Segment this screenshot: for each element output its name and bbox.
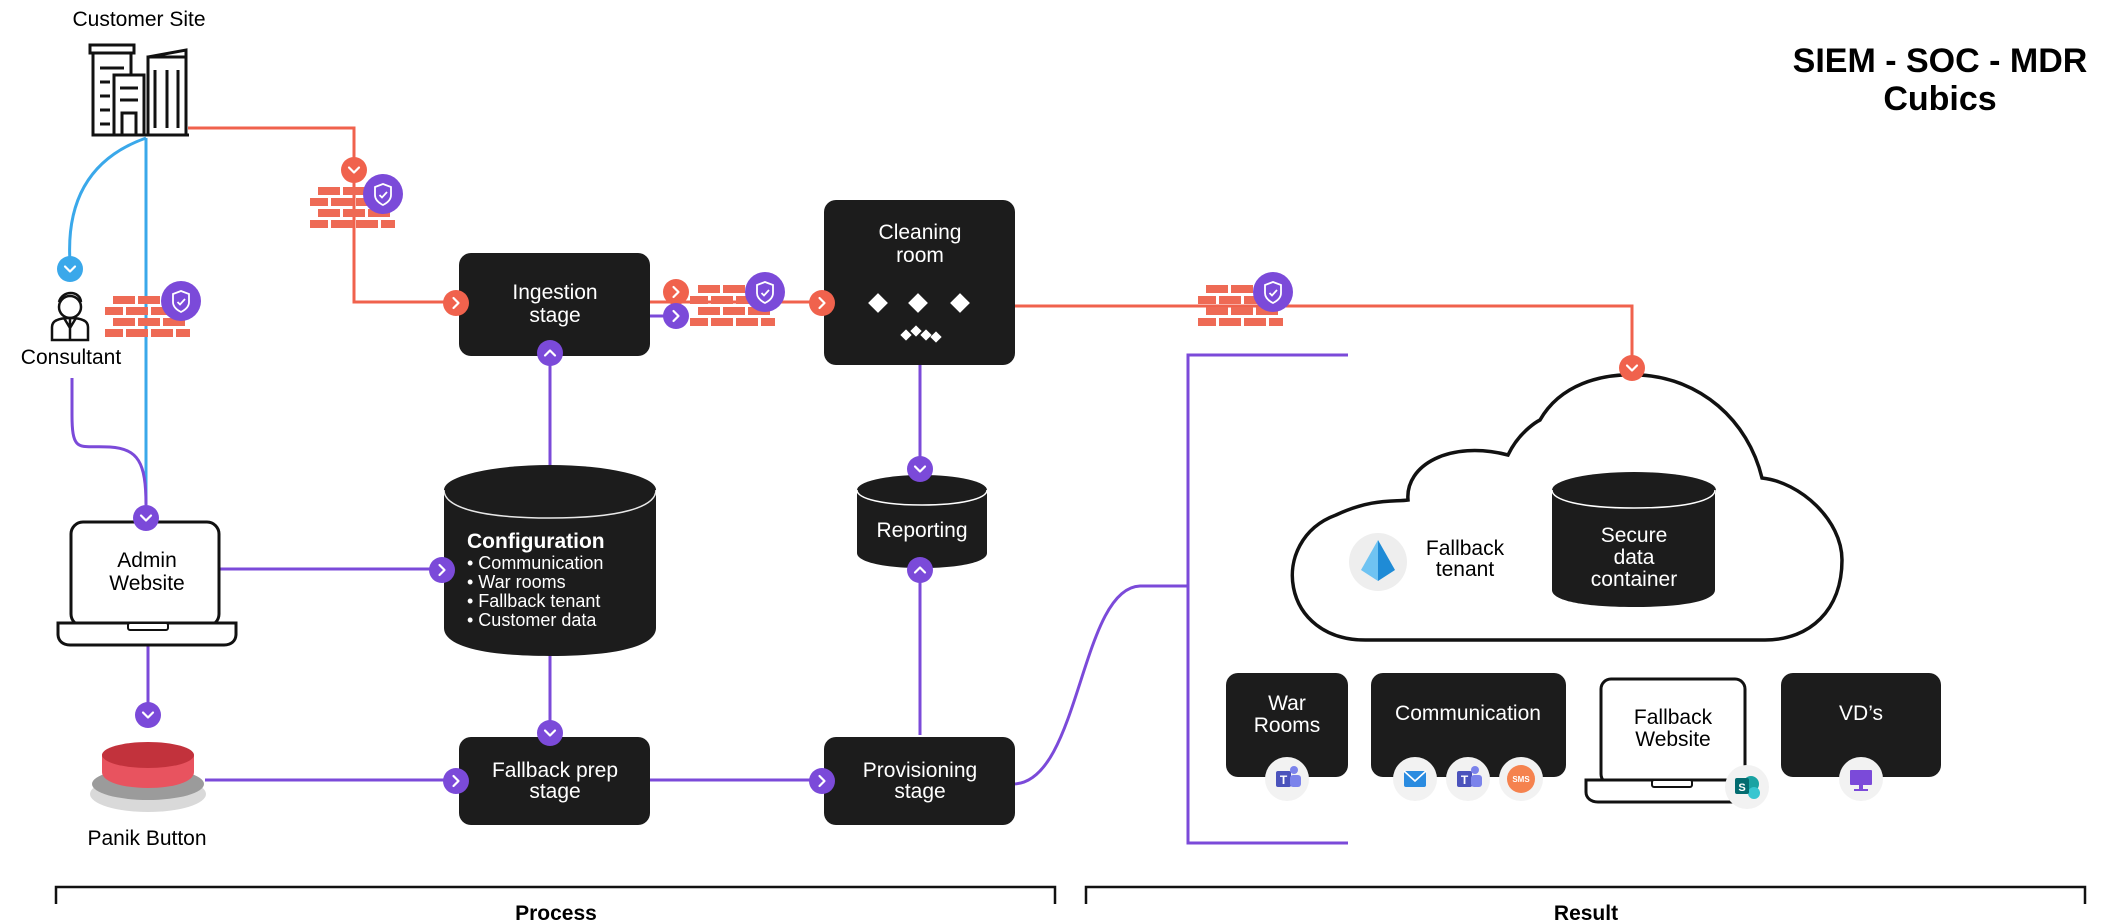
secure-data-label-line3: container [1591,568,1677,591]
configuration-item-war-rooms: • War rooms [467,572,566,592]
war-rooms-label-line1: War [1268,692,1306,715]
consultant-icon [50,291,90,342]
vds-tile[interactable] [1781,673,1941,777]
configuration-item-customer-data: • Customer data [467,610,597,630]
chevron-right-icon [429,557,455,583]
chevron-down-icon [57,256,83,282]
fallback-prep-label-line1: Fallback prep [492,759,618,782]
provisioning-label-line2: stage [894,780,945,803]
chevron-right-icon [809,768,835,794]
svg-text:T: T [1280,773,1288,787]
diagram-title-line2: Cubics [1883,80,1996,118]
ingestion-stage-label-line1: Ingestion [512,281,597,304]
chevron-right-icon [443,290,469,316]
fallback-tenant-logo-icon [1349,533,1407,591]
vds-label: VD’s [1839,702,1883,725]
configuration-item-fallback-tenant: • Fallback tenant [467,591,600,611]
teams-icon: T [1446,757,1490,801]
sms-icon: SMS [1499,757,1543,801]
shield-icon [362,173,404,215]
secure-data-label-line1: Secure [1601,524,1668,547]
shield-icon [1252,271,1294,313]
secure-data-container[interactable] [1551,472,1716,607]
configuration-database[interactable] [443,465,657,656]
flow-provisioning-to-result [1012,584,1188,786]
provisioning-stage[interactable] [824,737,1015,825]
configuration-item-communication: • Communication [467,553,603,573]
fallback-prep-label-line2: stage [529,780,580,803]
chevron-right-icon [663,303,689,329]
diagram-title-line1: SIEM - SOC - MDR [1793,42,2088,80]
shield-icon [160,280,202,322]
flow-cleaning-to-cloud [1013,304,1634,368]
admin-website-label-line1: Admin [117,549,177,572]
sms-badge-label: SMS [1512,775,1530,784]
flow-site-to-consultant [68,136,147,263]
fallback-tenant-label-line1: Fallback [1426,537,1505,560]
teams-icon: T [1265,757,1309,801]
secure-data-label-line2: data [1614,546,1655,569]
chevron-down-icon [133,505,159,531]
result-section-label: Result [1554,902,1618,924]
sharepoint-icon: S [1725,765,1769,809]
chevron-down-icon [341,157,367,183]
process-section-label: Process [515,902,597,924]
reporting-database[interactable] [856,475,988,568]
ingestion-stage[interactable] [459,253,650,356]
fallback-prep-stage[interactable] [459,737,650,825]
provisioning-label-line1: Provisioning [863,759,977,782]
panik-button-label: Panik Button [87,827,206,850]
diamond-pattern-icon [868,293,970,343]
chevron-down-icon [907,456,933,482]
svg-text:S: S [1738,782,1745,794]
flow-consultant-to-admin [70,378,148,506]
panik-button-icon[interactable] [90,742,206,812]
chevron-right-icon [809,290,835,316]
war-rooms-tile[interactable] [1226,673,1348,777]
fallback-website-label-line1: Fallback [1634,706,1713,729]
result-bracket [1186,353,1348,845]
chevron-down-icon [1619,355,1645,381]
reporting-label: Reporting [876,519,967,542]
communication-label: Communication [1395,702,1541,725]
chevron-down-icon [135,702,161,728]
cleaning-room[interactable] [824,200,1015,365]
building-icon [88,43,189,137]
ingestion-stage-label-line2: stage [529,304,580,327]
war-rooms-label-line2: Rooms [1254,714,1321,737]
admin-website-label-line2: Website [109,572,184,595]
configuration-title: Configuration [467,530,605,553]
result-section-bracket [1084,885,2087,904]
fallback-website-label-line2: Website [1635,728,1710,751]
shield-icon [744,271,786,313]
communication-tile[interactable] [1371,673,1566,777]
email-icon [1393,757,1437,801]
process-bracket [54,885,1057,904]
fallback-tenant-label-line2: tenant [1436,558,1495,581]
consultant-label: Consultant [21,346,122,369]
cleaning-room-label-line2: room [896,244,944,267]
chevron-right-icon [663,279,689,305]
chevron-down-icon [537,720,563,746]
chevron-up-icon [907,557,933,583]
chevron-right-icon [443,768,469,794]
chevron-up-icon [537,340,563,366]
cleaning-room-label-line1: Cleaning [879,221,962,244]
customer-site-label: Customer Site [72,8,205,31]
monitor-icon [1839,757,1883,801]
svg-text:T: T [1461,773,1469,787]
admin-website-laptop[interactable] [56,520,238,647]
